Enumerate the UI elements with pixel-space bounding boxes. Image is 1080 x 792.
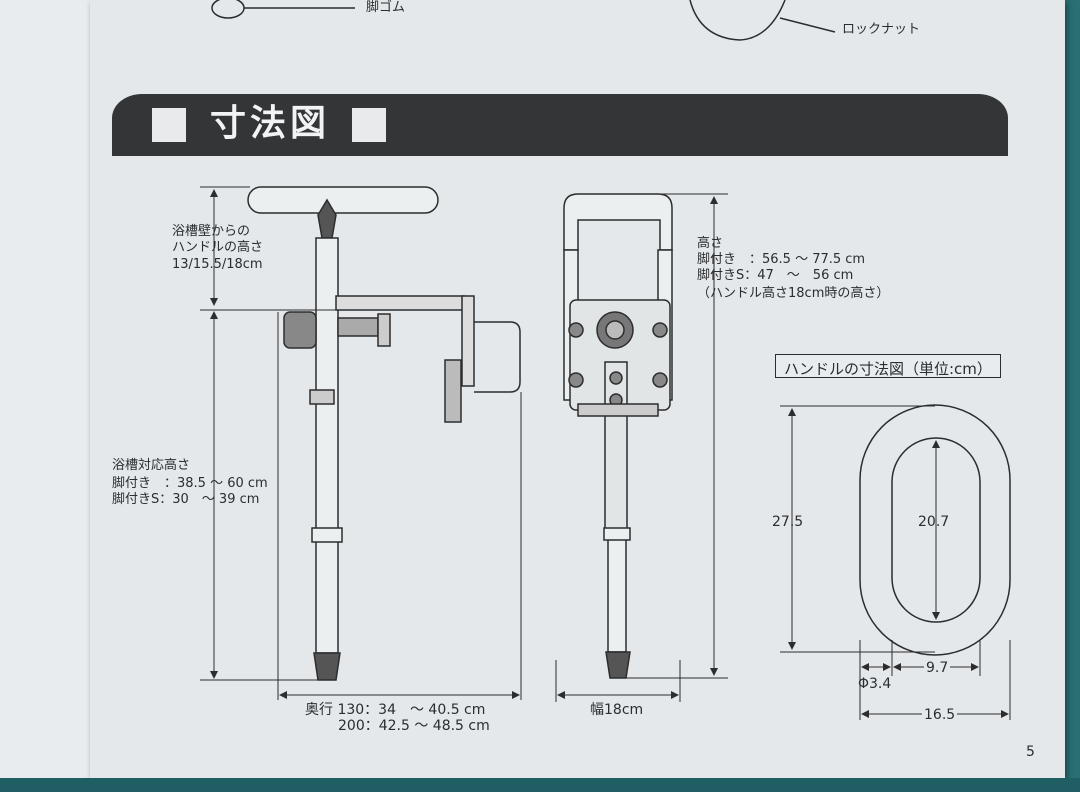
depth-line-1: 奥行 130：34 ～ 40.5 cm xyxy=(305,702,486,718)
outer-width-value: 16.5 xyxy=(922,707,958,723)
handle-height-label-line2: ハンドルの高さ xyxy=(172,240,264,255)
page-number: 5 xyxy=(1026,744,1035,760)
handle-height-label-line1: 浴槽壁からの xyxy=(172,224,251,239)
handle-dimension-legend: ハンドルの寸法図（単位:cm） xyxy=(775,354,1001,378)
width-label: 幅18cm xyxy=(590,702,644,718)
depth-line-2: 200：42.5 ～ 48.5 cm xyxy=(338,718,490,734)
handle-dimension-lines xyxy=(780,405,1011,720)
inner-height-value: 20.7 xyxy=(918,514,950,530)
top-locknut-part xyxy=(689,0,836,41)
inner-width-value: 9.7 xyxy=(924,660,951,676)
front-dimension-lines xyxy=(555,193,728,702)
height-with-legs: 脚付き ：56.5 ～ 77.5 cm xyxy=(697,252,866,267)
leg-rubber-label: 脚ゴム xyxy=(366,0,406,15)
front-view-bar xyxy=(563,193,673,679)
locknut-label: ロックナット xyxy=(842,22,921,37)
title-square-right-icon xyxy=(352,108,386,142)
title-square-left-icon xyxy=(152,108,186,142)
height-with-legs-s: 脚付きS：47 ～ 56 cm xyxy=(697,268,854,283)
top-leg-rubber-part xyxy=(211,0,355,19)
side-view-bar xyxy=(247,186,521,681)
handle-outline xyxy=(859,404,1011,656)
section-title-bar xyxy=(112,94,1008,156)
side-dimension-lines xyxy=(200,186,522,700)
section-title: 寸法図 xyxy=(210,103,331,144)
outer-height-value: 27.5 xyxy=(772,514,804,530)
tub-height-label: 浴槽対応高さ xyxy=(112,458,191,473)
handle-height-values: 13/15.5/18cm xyxy=(172,257,263,272)
tub-height-with-legs-s: 脚付きS：30 ～ 39 cm xyxy=(112,492,260,507)
height-note: （ハンドル高さ18cm時の高さ） xyxy=(697,286,890,301)
diameter-value: Φ3.4 xyxy=(858,676,892,692)
tub-height-with-legs: 脚付き ：38.5 ～ 60 cm xyxy=(112,476,268,491)
background-strip xyxy=(0,778,1080,792)
height-label: 高さ xyxy=(697,236,724,251)
